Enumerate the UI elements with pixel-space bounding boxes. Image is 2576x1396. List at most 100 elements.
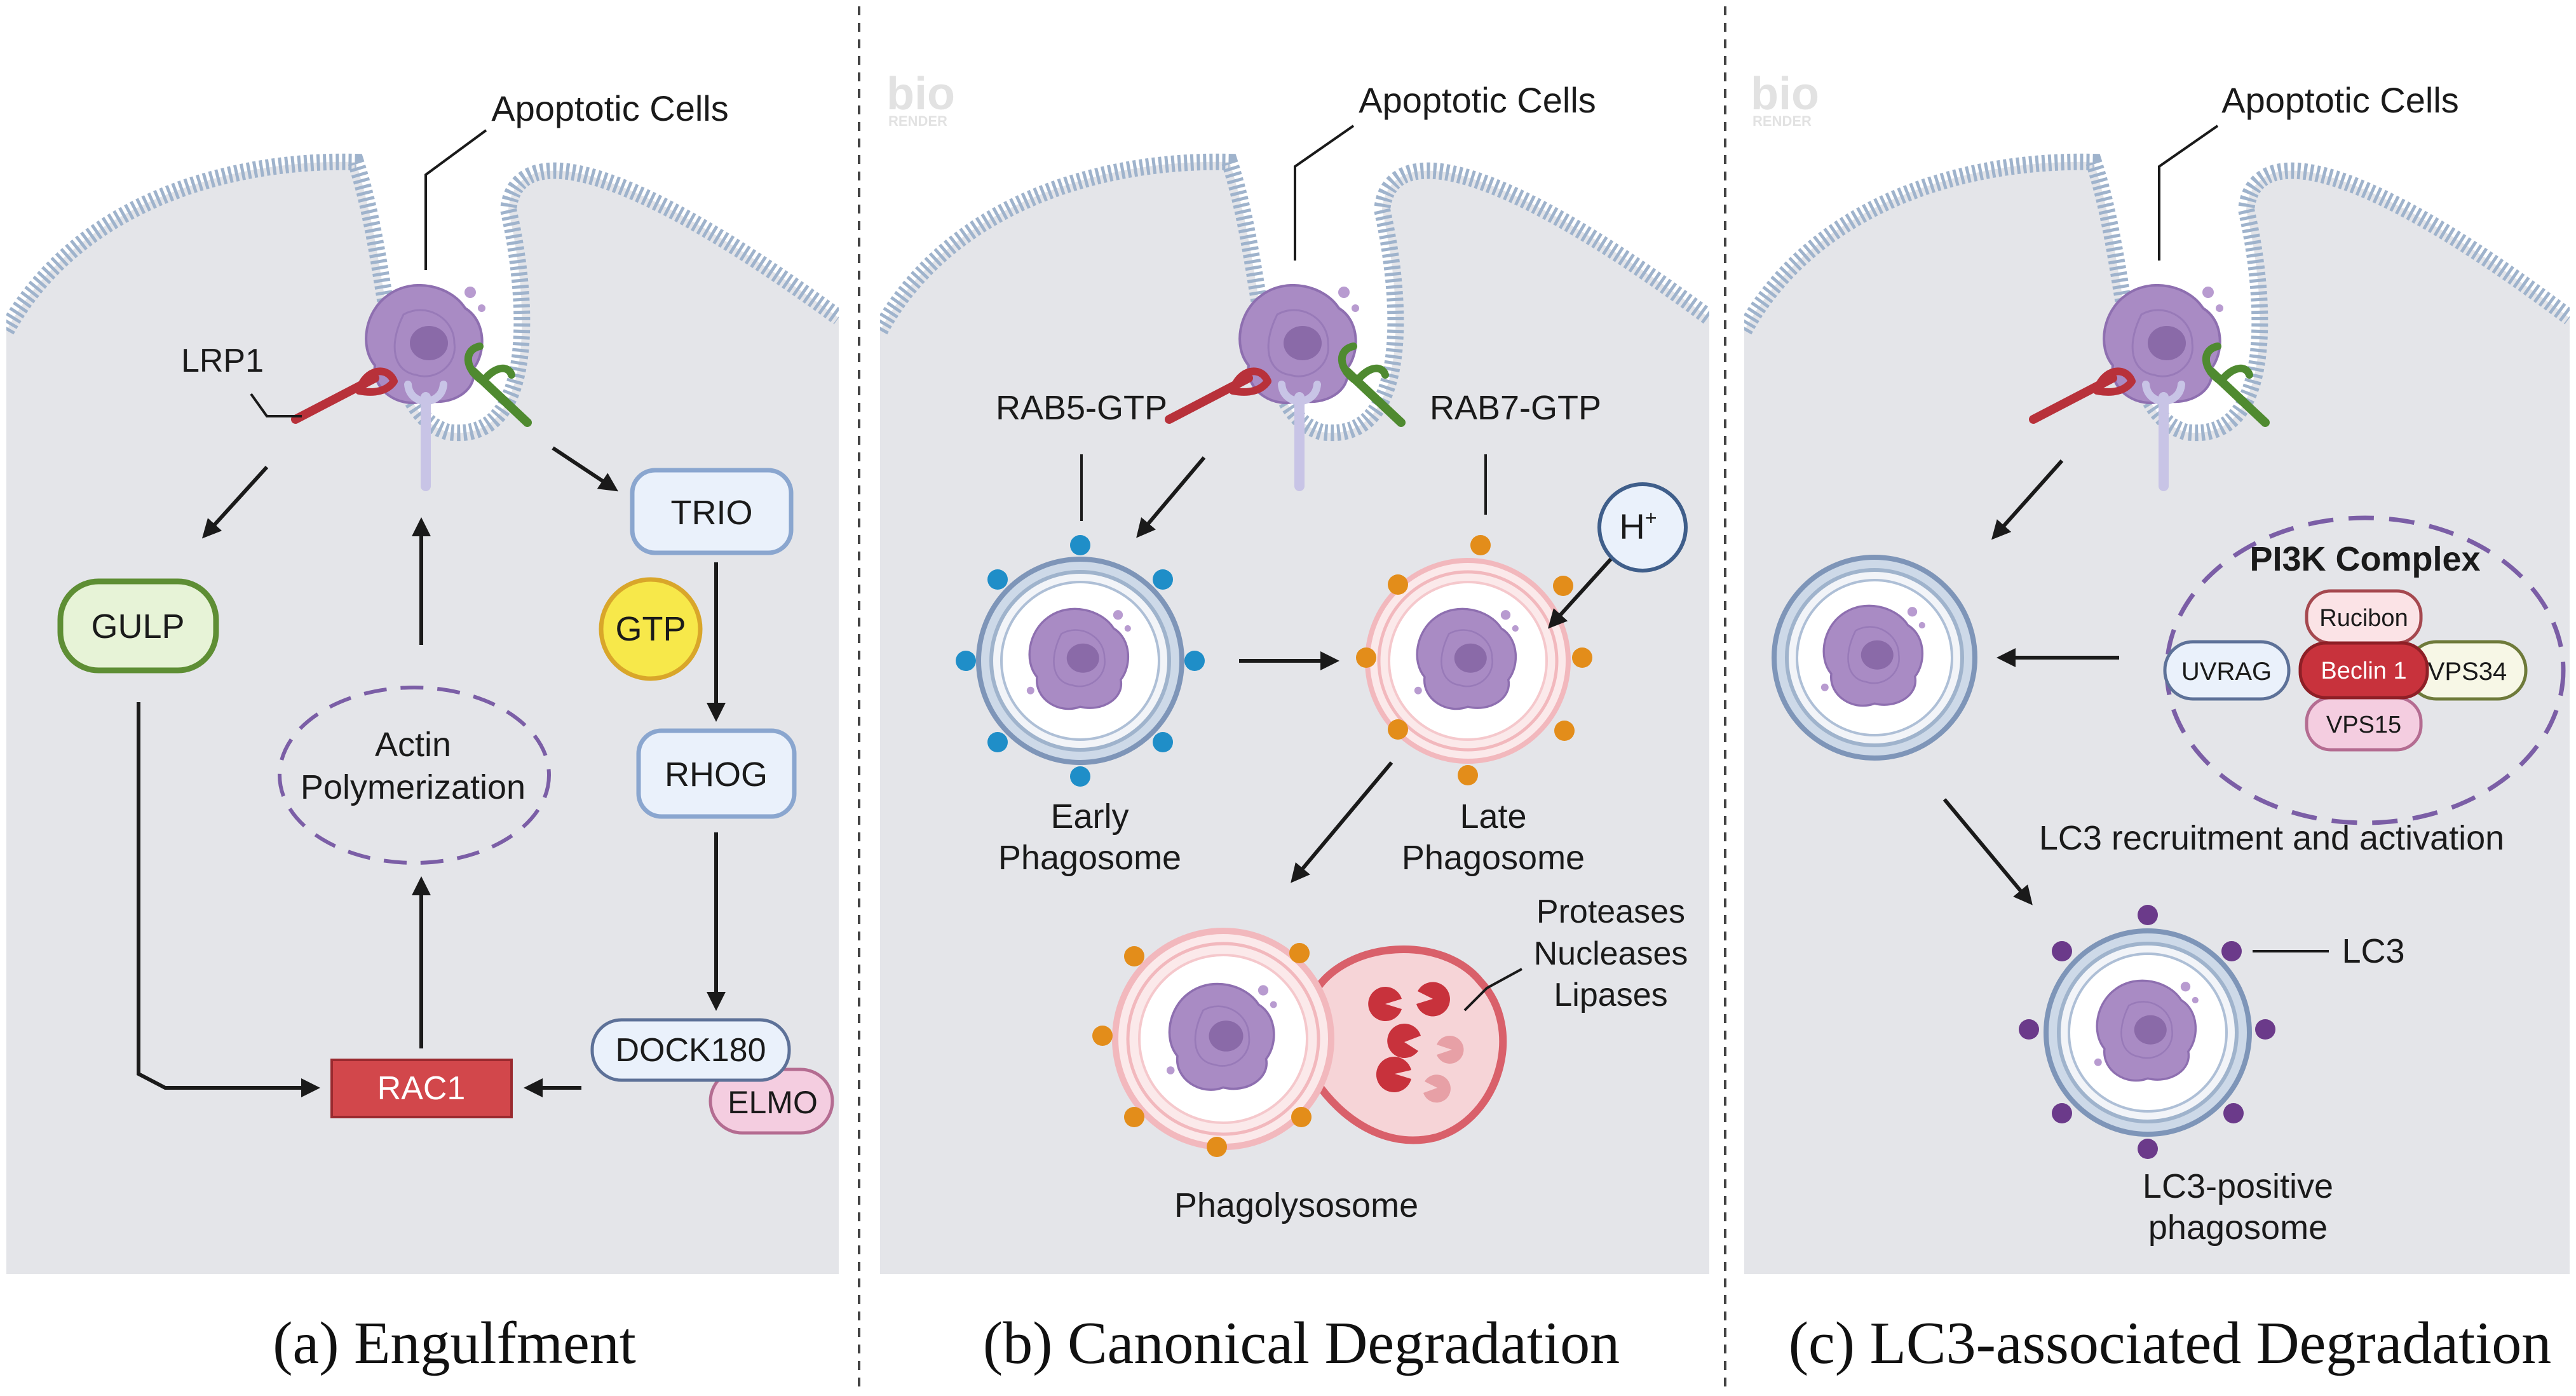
- dock180-box: [590, 1018, 791, 1082]
- rucibon-label: Rucibon: [2319, 605, 2408, 632]
- elmo-label: ELMO: [728, 1085, 818, 1120]
- lysosome-body: [1312, 945, 1507, 1144]
- apoptotic-leader-b: [1294, 125, 1355, 261]
- rab5-dot: [1184, 651, 1205, 671]
- enzyme-pacman: [1368, 982, 1464, 1103]
- pi3k-title: PI3K Complex: [2249, 540, 2480, 578]
- rhog-box: [636, 728, 797, 819]
- gulp-label: GULP: [91, 607, 184, 646]
- rab7-dot: [1554, 721, 1575, 741]
- rab7-dot: [1291, 1107, 1312, 1127]
- apoptotic-label-c: Apoptotic Cells: [2221, 80, 2459, 120]
- svg-text:bio: bio: [886, 69, 955, 119]
- late-phagosome-label-line2: Phagosome: [1402, 839, 1585, 877]
- lrp1-label: LRP1: [181, 342, 264, 379]
- panel-c-cell-body: [1744, 161, 2570, 1274]
- gulp-box: [57, 578, 219, 674]
- early-phagosome-label-line2: Phagosome: [998, 839, 1181, 877]
- vps34-label: VPS34: [2428, 658, 2507, 686]
- late-phagosome-label-line1: Late: [1460, 797, 1526, 836]
- proton-badge: [1597, 482, 1688, 573]
- rac1-box: [330, 1059, 513, 1118]
- uvrag-box: [2163, 640, 2291, 701]
- apoptotic-label-a: Apoptotic Cells: [491, 88, 729, 128]
- arrow-gulp-to-rac1: [137, 702, 320, 1097]
- enzyme-label-lipases: Lipases: [1554, 977, 1667, 1013]
- enzyme-leader: [1463, 968, 1522, 1012]
- apoptotic-leader-a: [424, 129, 487, 270]
- phagosome-c: [1772, 555, 1977, 761]
- apoptotic-label-b: Apoptotic Cells: [1359, 80, 1596, 120]
- gtp-label: GTP: [615, 610, 686, 648]
- lc3-dot: [2052, 1103, 2072, 1123]
- caption-panel-a: (a) Engulfment: [273, 1310, 636, 1376]
- lc3-dot: [2223, 1103, 2244, 1123]
- actin-label-line2: Polymerization: [301, 768, 525, 806]
- svg-text:bio: bio: [1751, 69, 1819, 119]
- panel-c: Apoptotic Cells PI3K Complex UVRAG VPS34…: [1772, 80, 2566, 1247]
- panel-a-cell-body: [6, 161, 839, 1274]
- phagolysosome: [1092, 928, 1507, 1157]
- rac1-label: RAC1: [377, 1070, 466, 1107]
- panel-b: Apoptotic Cells RAB5-GTP RAB7-GTP Early …: [956, 80, 1688, 1224]
- proton-label: H+: [1619, 506, 1657, 546]
- rab7-dot: [1092, 1026, 1113, 1046]
- watermark-panel-b: bio RENDER: [886, 69, 955, 129]
- early-phagosome: [956, 535, 1205, 787]
- svg-text:RENDER: RENDER: [1752, 113, 1812, 129]
- enzyme-label-nucleases: Nucleases: [1534, 935, 1688, 972]
- lc3-positive-label-line1: LC3-positive: [2143, 1167, 2333, 1205]
- late-phagosome: [1356, 535, 1592, 785]
- rab7-label: RAB7-GTP: [1430, 389, 1601, 427]
- lc3-dot: [2019, 1019, 2039, 1040]
- early-phagosome-label-line1: Early: [1050, 797, 1129, 836]
- dock180-label: DOCK180: [616, 1032, 766, 1069]
- lc3-positive-label-line2: phagosome: [2148, 1209, 2328, 1247]
- svg-text:RENDER: RENDER: [888, 113, 947, 129]
- rab7-dot: [1289, 943, 1310, 963]
- caption-panel-c: (c) LC3-associated Degradation: [1789, 1310, 2552, 1376]
- rab5-label: RAB5-GTP: [996, 389, 1167, 427]
- lc3-dot: [2138, 1139, 2158, 1159]
- rab5-dot: [987, 569, 1008, 590]
- lc3-dot: [2052, 941, 2072, 961]
- arrow-receptor-to-phagosome-c: [1991, 459, 2064, 540]
- rab7-dot: [1388, 574, 1408, 595]
- arrow-lrp1-to-gulp: [201, 465, 269, 539]
- panel-a: Apoptotic Cells LRP1 TRIO GTP RHOG ELMO …: [57, 88, 834, 1135]
- trio-label: TRIO: [671, 494, 753, 532]
- caption-panel-b: (b) Canonical Degradation: [983, 1310, 1620, 1376]
- rab5-dot: [987, 732, 1008, 752]
- rab7-dot: [1470, 535, 1491, 555]
- rab7-dot: [1124, 946, 1144, 966]
- rab5-dot: [956, 651, 976, 671]
- arrow-late-to-phagolysosome: [1291, 761, 1393, 883]
- lc3-dot: [2255, 1019, 2275, 1040]
- watermark-panel-c: bio RENDER: [1751, 69, 1819, 129]
- panel-b-cell-body: [880, 161, 1709, 1274]
- lrp1-leader: [250, 393, 302, 417]
- rab5-dot: [1153, 569, 1173, 590]
- lc3-label: LC3: [2342, 932, 2404, 970]
- vps15-label: VPS15: [2326, 712, 2401, 738]
- rab7-dot: [1572, 647, 1592, 668]
- uvrag-label: UVRAG: [2181, 658, 2272, 686]
- rab5-dot: [1070, 535, 1090, 555]
- rab7-dot: [1207, 1137, 1227, 1157]
- lc3-recruitment-label: LC3 recruitment and activation: [2039, 819, 2504, 857]
- beclin1-box: [2298, 641, 2429, 700]
- gtp-badge: [599, 577, 703, 681]
- rab7-dot: [1356, 647, 1376, 668]
- rab5-dot: [1153, 732, 1173, 752]
- beclin1-label: Beclin 1: [2321, 658, 2406, 684]
- actin-polymerization-zone: [278, 686, 551, 865]
- trio-box: [630, 468, 794, 555]
- arrow-proton-to-late: [1547, 557, 1613, 629]
- rab5-dot: [1070, 766, 1090, 787]
- apoptotic-leader-c: [2158, 125, 2219, 261]
- actin-label-line1: Actin: [375, 726, 451, 764]
- rab7-dot: [1124, 1107, 1144, 1127]
- rhog-label: RHOG: [665, 756, 768, 794]
- lc3-dot: [2138, 905, 2158, 925]
